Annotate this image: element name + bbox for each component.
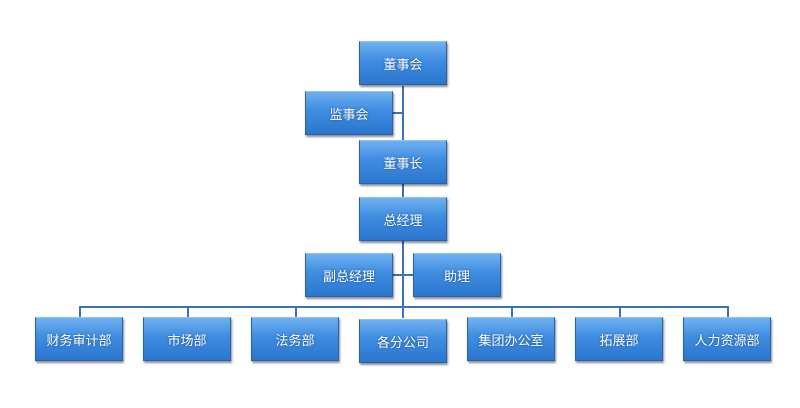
dept-legal: 法务部: [251, 317, 339, 361]
connector-deputy-assistant: [393, 274, 413, 276]
dept-finance-audit: 财务审计部: [35, 317, 123, 361]
node-deputy-gm: 副总经理: [305, 253, 393, 297]
drop-line: [295, 306, 297, 318]
node-assistant: 助理: [413, 253, 501, 297]
dept-group-office: 集团办公室: [467, 317, 555, 361]
node-board: 董事会: [359, 41, 447, 85]
drop-line: [187, 306, 189, 318]
node-chairman: 董事长: [359, 140, 447, 184]
node-general-manager: 总经理: [359, 197, 447, 241]
drop-line: [511, 306, 513, 318]
drop-line: [619, 306, 621, 318]
dept-expansion: 拓展部: [575, 317, 663, 361]
department-bus-line: [79, 306, 729, 308]
node-supervisors: 监事会: [305, 91, 393, 135]
connector-supervisors: [393, 112, 403, 114]
dept-hr: 人力资源部: [683, 317, 771, 361]
dept-branches: 各分公司: [359, 319, 447, 363]
drop-line: [727, 306, 729, 318]
drop-line: [79, 306, 81, 318]
dept-marketing: 市场部: [143, 317, 231, 361]
